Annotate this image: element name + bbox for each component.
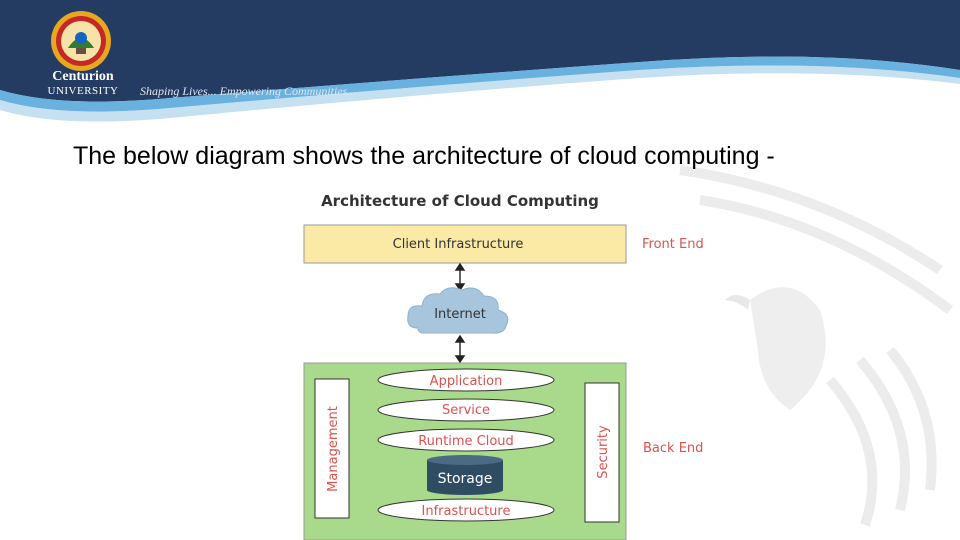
brand-subtitle: UNIVERSITY [47,85,119,97]
back-end-label: Back End [643,441,703,456]
internet-label: Internet [434,307,486,322]
watermark-decoration [679,165,953,527]
storage-cylinder-icon [427,455,503,495]
tagline: Shaping Lives... Empowering Communities.… [140,84,357,98]
application-label: Application [430,374,503,389]
runtime-cloud-ellipse [377,428,555,452]
internet-cloud-icon [407,287,509,334]
arrow-client-internet [454,262,466,292]
front-end-label: Front End [642,237,704,252]
application-ellipse [377,368,555,392]
service-label: Service [442,403,490,418]
infrastructure-ellipse [377,498,555,522]
security-box [584,382,620,523]
runtime-cloud-label: Runtime Cloud [418,434,514,449]
security-label: Security [596,425,611,479]
intro-text: The below diagram shows the architecture… [73,142,775,170]
client-infrastructure-label: Client Infrastructure [393,237,524,252]
infrastructure-label: Infrastructure [422,504,511,519]
storage-label: Storage [438,471,493,487]
university-logo-icon [51,11,111,71]
service-ellipse [377,398,555,422]
header-band [0,0,960,122]
architecture-diagram: Architecture of Cloud Computing Client I… [303,192,704,540]
diagram-title: Architecture of Cloud Computing [321,192,599,210]
brand-name: Centurion [52,69,114,84]
management-label: Management [326,406,341,492]
client-infrastructure-box [303,224,627,264]
arrow-internet-backend [454,334,466,364]
management-box [314,378,350,519]
